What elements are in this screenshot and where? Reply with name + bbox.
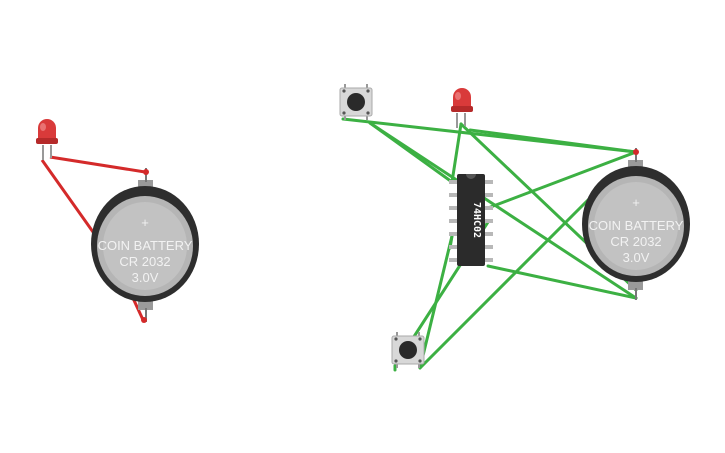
led-right[interactable] <box>451 88 473 128</box>
green-wire[interactable] <box>486 264 638 300</box>
green-wire[interactable] <box>486 150 638 210</box>
green-wire[interactable] <box>468 128 638 154</box>
led-left[interactable] <box>36 119 58 160</box>
chip-label: 74HC02 <box>471 202 482 238</box>
green-wire[interactable] <box>368 121 638 300</box>
battery-plus-sign: + <box>632 195 640 210</box>
coin-battery-left[interactable]: + COIN BATTERY CR 2032 3.0V <box>91 168 199 323</box>
push-button-bottom[interactable] <box>391 332 425 368</box>
battery-label-line2: CR 2032 <box>610 234 661 249</box>
battery-label-line1: COIN BATTERY <box>589 218 684 233</box>
ic-chip-74hc02[interactable]: 74HC02 <box>449 174 493 266</box>
left-circuit: + COIN BATTERY CR 2032 3.0V <box>36 119 199 323</box>
green-wire[interactable] <box>450 122 463 184</box>
green-wire[interactable] <box>418 196 592 370</box>
red-wire-led-to-battery-top[interactable] <box>49 155 146 174</box>
push-button-top[interactable] <box>339 84 373 120</box>
battery-label-line2: CR 2032 <box>119 254 170 269</box>
coin-battery-right[interactable]: + COIN BATTERY CR 2032 3.0V <box>582 148 690 300</box>
battery-label-line3: 3.0V <box>132 270 159 285</box>
battery-label-line3: 3.0V <box>623 250 650 265</box>
battery-plus-sign: + <box>141 215 149 230</box>
battery-label-line1: COIN BATTERY <box>98 238 193 253</box>
right-circuit: 74HC02 + COIN BATTERY CR 2032 3.0V <box>339 84 690 372</box>
